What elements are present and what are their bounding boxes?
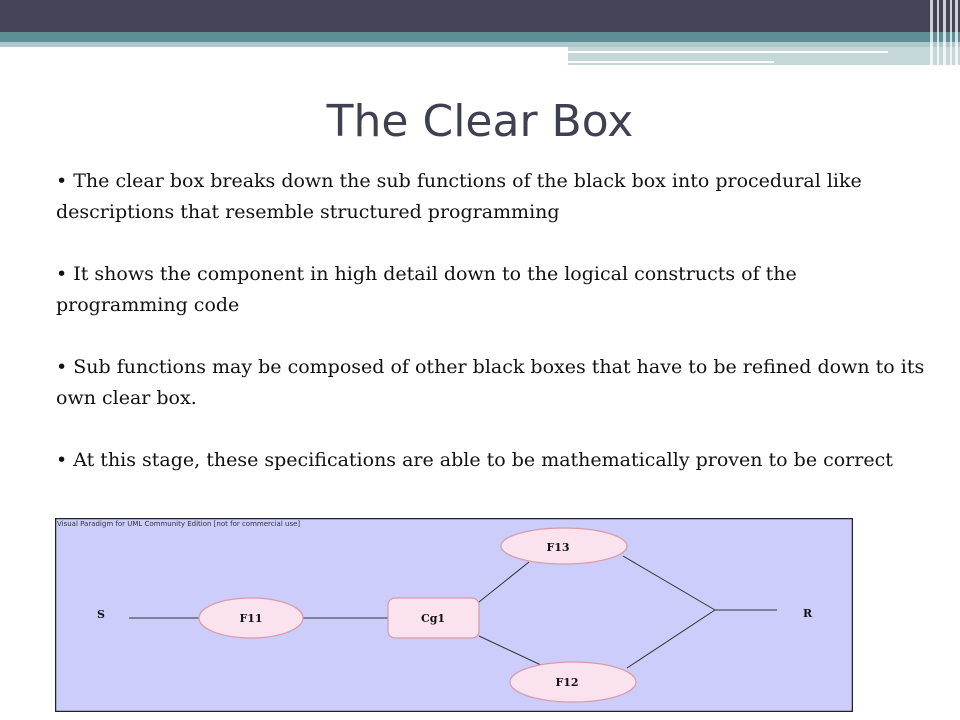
clear-box-diagram: Visual Paradigm for UML Community Editio…	[55, 518, 853, 712]
teal-stripe	[0, 32, 960, 42]
vertical-line	[930, 0, 933, 65]
light-teal-stripe	[0, 42, 960, 47]
node-cg1-label: Cg1	[421, 612, 445, 625]
bullet-item: • At this stage, these specifications ar…	[56, 449, 893, 471]
bullet-item: • Sub functions may be composed of other…	[56, 356, 925, 409]
edge-cg1-f13	[478, 561, 530, 603]
node-f12	[509, 661, 637, 703]
edge-f12-join	[626, 609, 716, 669]
vertical-line	[950, 0, 952, 65]
node-f13	[500, 527, 628, 565]
white-line-top	[568, 51, 888, 53]
top-band	[0, 0, 960, 32]
node-cg1	[387, 597, 480, 639]
edge-cg1-f12	[478, 635, 544, 667]
edge-f13-join	[622, 555, 716, 611]
node-r-label: R	[803, 607, 813, 620]
vertical-line	[955, 0, 958, 65]
node-f11	[198, 597, 304, 639]
node-f11-label: F11	[239, 612, 262, 625]
bullet-item: • The clear box breaks down the sub func…	[56, 170, 862, 223]
vertical-line	[943, 0, 946, 65]
bullet-item: • It shows the component in high detail …	[56, 263, 797, 316]
vertical-line	[937, 0, 939, 65]
watermark-label: Visual Paradigm for UML Community Editio…	[57, 520, 300, 528]
node-f12-label: F12	[555, 676, 578, 689]
bullet-list: • The clear box breaks down the sub func…	[56, 166, 926, 476]
white-line-bottom	[568, 61, 774, 63]
slide-title: The Clear Box	[326, 96, 634, 147]
diagram-canvas: Visual Paradigm for UML Community Editio…	[55, 518, 853, 712]
node-s-label: S	[97, 608, 105, 621]
node-f13-label: F13	[546, 541, 569, 554]
